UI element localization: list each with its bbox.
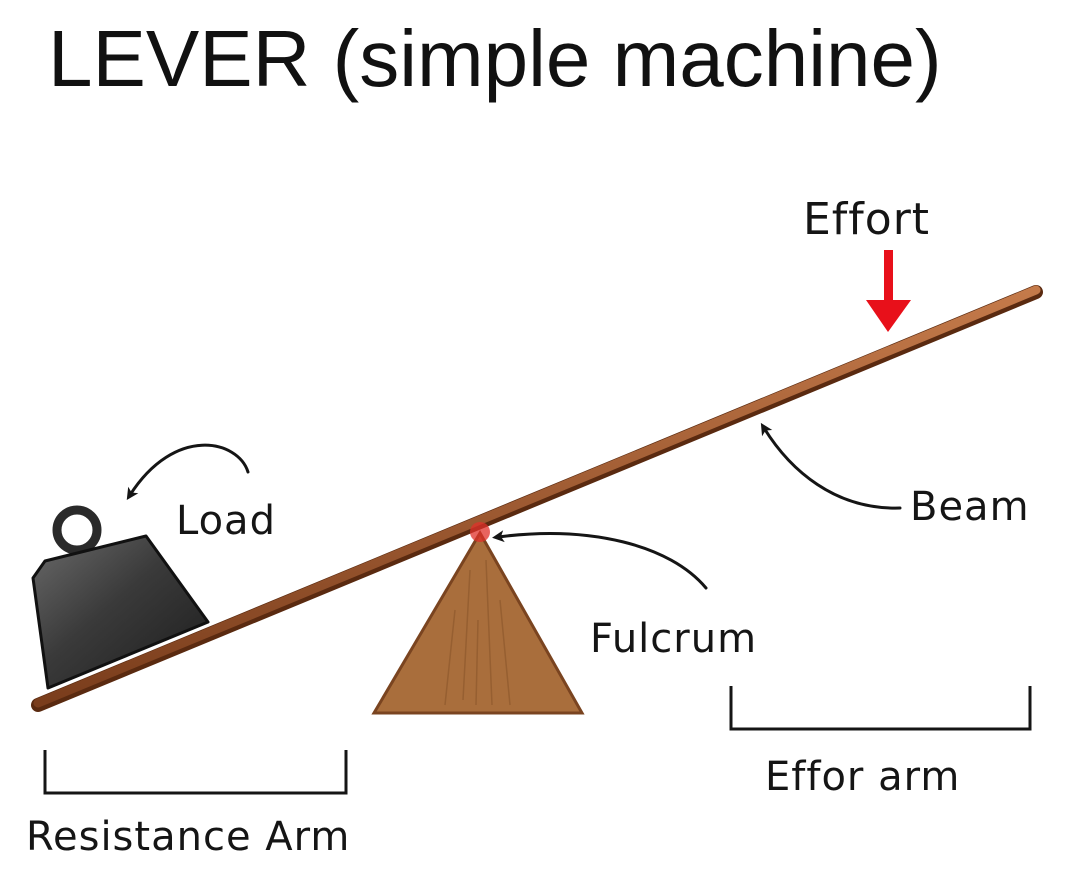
- weight-ring: [52, 505, 102, 555]
- effort-arm-label: Effor arm: [765, 754, 960, 800]
- resistance-arm-label: Resistance Arm: [26, 814, 350, 860]
- beam: [31, 285, 1043, 712]
- effort-arm-bracket: [729, 686, 1032, 731]
- weight-body: [31, 534, 210, 690]
- fulcrum: [371, 530, 585, 715]
- pivot-marker: [470, 522, 490, 542]
- load-label: Load: [176, 498, 276, 544]
- fulcrum-label: Fulcrum: [590, 616, 757, 662]
- load-weight-icon: [31, 505, 210, 690]
- effort-label: Effort: [803, 194, 930, 245]
- page-title: LEVER (simple machine): [48, 14, 942, 103]
- resistance-arm-bracket: [43, 750, 348, 795]
- load-leader-arrow: [126, 443, 250, 501]
- beam-label: Beam: [910, 484, 1030, 530]
- arrow-down-icon: [866, 250, 911, 332]
- fulcrum-wood-grain: [444, 559, 511, 706]
- beam-leader-arrow: [760, 422, 902, 510]
- effort-arrow-shaft: [884, 250, 893, 302]
- beam-bar-face: [33, 285, 1041, 708]
- effort-arrow-head: [866, 300, 911, 332]
- fulcrum-leader-arrow: [492, 530, 708, 590]
